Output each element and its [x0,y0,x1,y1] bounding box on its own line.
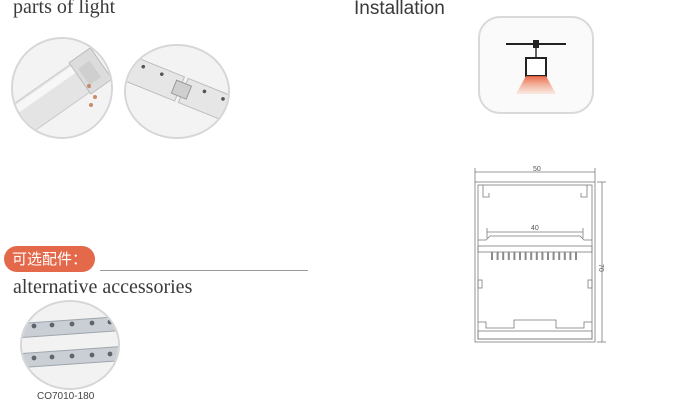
heatsink-fin [575,252,577,260]
heatsink-fin [496,252,499,260]
width-dimension-label: 50 [533,166,541,173]
heatsink-fin [569,252,572,260]
bracket-hole [49,354,55,360]
profile-joint-illustration [126,46,228,137]
heatsink-fin [502,252,505,260]
bracket-hole [107,351,113,357]
heatsink-fin [513,252,516,260]
heatsink-fin [530,252,533,260]
profile-end-cap-image [11,37,113,139]
pendant-light-icon [506,40,566,94]
bracket-hole [69,321,75,327]
inner-width-dimension-label: 40 [531,225,539,232]
dimension-drawing: 50 40 70 [474,166,606,343]
profile-cross-section-drawing: 50 40 70 [465,160,610,350]
profile-end-illustration [13,39,111,137]
bracket-hole [69,353,75,359]
mounting-bracket-image [20,300,120,390]
height-dimension-label: 70 [597,264,604,272]
bracket-hole [89,320,95,326]
bracket-hole [31,323,37,329]
optional-accessories-badge: 可选配件： [4,246,96,272]
heatsink-fin [563,252,566,260]
mounting-bracket-illustration [22,302,118,388]
heatsink-fin [524,252,527,260]
installation-title: Installation [354,0,445,19]
heatsink-fin [491,252,493,260]
heatsink-fin [552,252,555,260]
profile-joint-image [124,44,230,139]
parts-of-light-title: parts of light [13,0,116,18]
bracket-hole [49,322,55,328]
section-divider [100,270,308,271]
bracket-hole [107,319,113,325]
heatsink-fin [558,252,561,260]
heatsink-fin [547,252,549,260]
bracket-hole [31,355,37,361]
alternative-accessories-title: alternative accessories [13,276,193,298]
accessory-code: CO7010-180 [37,391,95,402]
heatsink-fin [519,252,521,260]
bracket-hole [89,352,95,358]
heatsink-fin [507,252,510,260]
suspension-install-icon [478,16,594,114]
heatsink-fin [535,252,538,260]
heatsink-fin [541,252,544,260]
